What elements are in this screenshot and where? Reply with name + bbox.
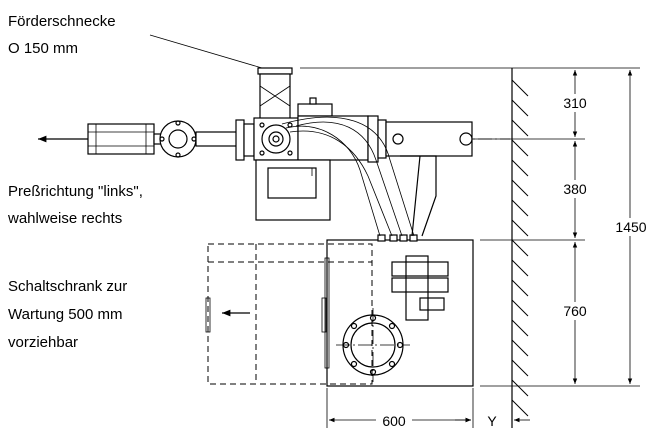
control-cabinet (324, 234, 474, 387)
hose-2 (289, 130, 393, 237)
flange-left (159, 120, 197, 158)
press-unit (38, 67, 510, 237)
labels-group: Förderschnecke O 150 mm Preßrichtung "li… (7, 13, 143, 351)
cabinet-pulled-out (205, 243, 373, 385)
cylinder-right (385, 121, 473, 157)
cabinet-dashed-outline (207, 243, 373, 385)
switch-panel-3 (419, 297, 445, 311)
cabinet-label-line3: vorziehbar (8, 334, 78, 351)
wall (511, 68, 529, 428)
vertical-dimensions: 310 380 760 1450 (300, 67, 650, 387)
cabinet-label-line1: Schaltschrank zur (8, 278, 127, 295)
dim-600: 600 (382, 413, 406, 429)
press-direction-line2: wahlweise rechts (7, 210, 122, 227)
hose-3 (295, 121, 403, 237)
screw-label-line2: O 150 mm (8, 40, 78, 57)
press-tube (195, 131, 243, 147)
cabinet-body (326, 239, 474, 387)
switch-panel-2 (391, 277, 449, 293)
lower-housing (255, 159, 331, 221)
wall-hatching (511, 79, 529, 417)
screw-leader-line (149, 34, 263, 69)
dim-760: 760 (563, 303, 587, 319)
horizontal-dimensions: 600 Y (326, 388, 530, 429)
press-direction-line1: Preßrichtung "links", (8, 183, 143, 200)
cabinet-hinge (324, 257, 330, 369)
dim-1450: 1450 (615, 219, 646, 235)
cabinet-label-line2: Wartung 500 mm (8, 306, 123, 323)
cabinet-flange-inner (350, 322, 396, 368)
screw-label-line1: Förderschnecke (8, 13, 116, 30)
screw-inlet (259, 73, 291, 121)
cylinder-left (87, 123, 155, 155)
hose-1 (285, 125, 381, 237)
dim-y: Y (487, 413, 497, 429)
dim-380: 380 (563, 181, 587, 197)
hose-4 (281, 116, 415, 237)
switch-panel-frame (405, 255, 429, 321)
switch-panel-1 (391, 261, 449, 277)
screw-inlet-flange (257, 67, 293, 75)
dim-310: 310 (563, 95, 587, 111)
